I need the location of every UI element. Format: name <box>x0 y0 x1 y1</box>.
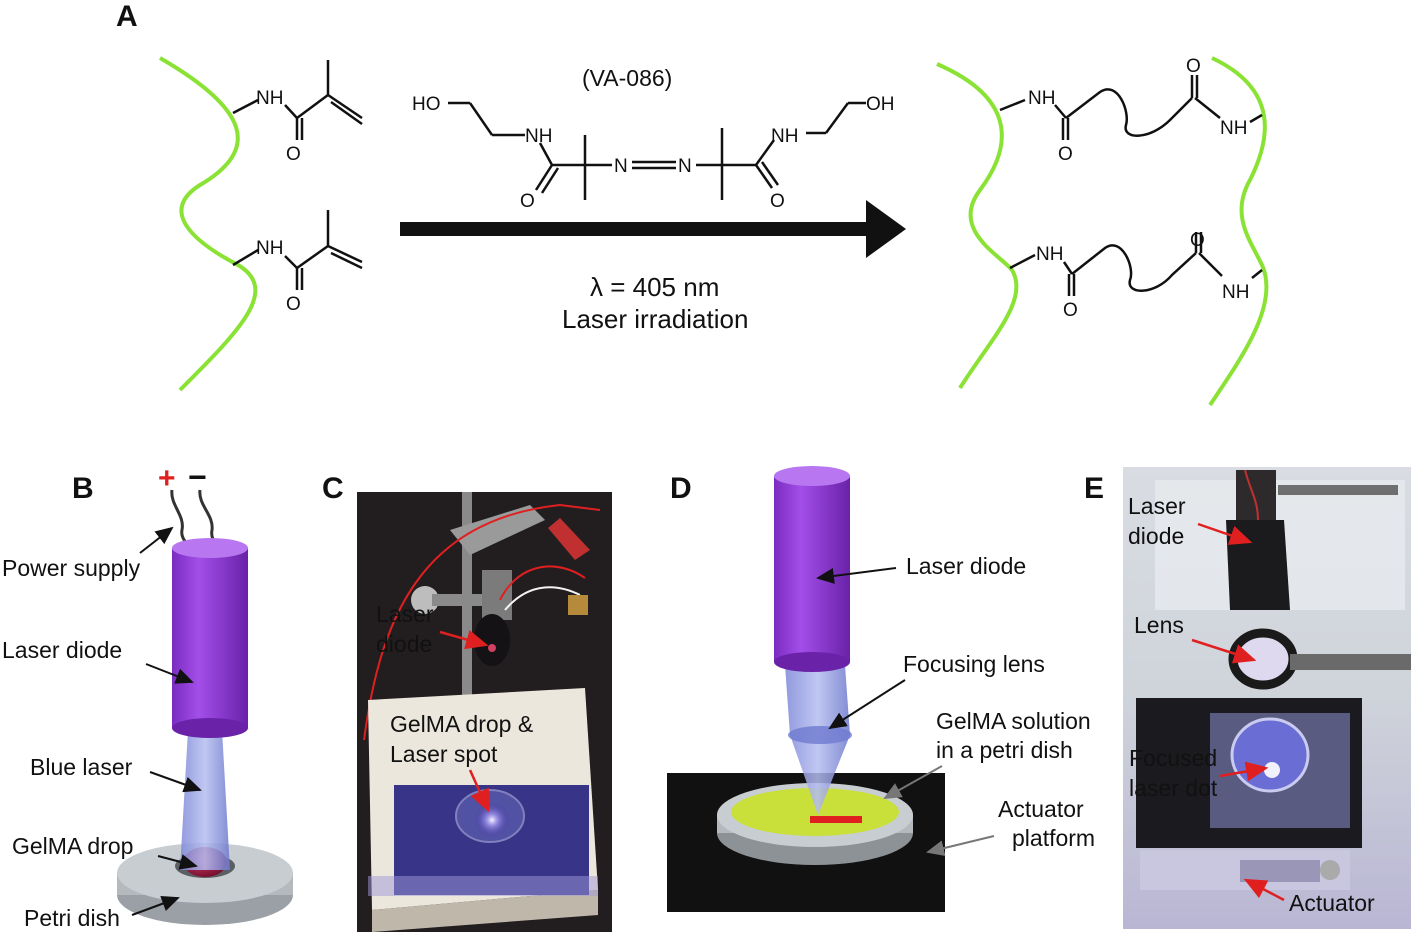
polymer-chain-right-a <box>936 62 1019 390</box>
hydroxyl-label-right: OH <box>866 94 895 115</box>
diode-label-e: diode <box>1128 523 1184 549</box>
power-supply-arrow <box>139 526 174 554</box>
laser-diode-label-d: Laser diode <box>906 553 1026 579</box>
product-nh-4: NH <box>1222 282 1249 303</box>
gelma-solution-label-line2: in a petri dish <box>936 737 1073 763</box>
blue-laser-label: Blue laser <box>30 754 133 780</box>
laser-diode-arrow-d <box>816 567 897 584</box>
gelma-drop-arrow-c <box>468 769 490 813</box>
blue-laser-beam-b <box>180 730 230 870</box>
panel-b: B + − Power supply Laser diode Blue lase… <box>2 459 293 931</box>
printed-line-d <box>810 816 862 823</box>
petri-dish-label-b: Petri dish <box>24 905 120 931</box>
panel-b-letter: B <box>72 472 94 505</box>
wavelength-label: λ = 405 nm <box>590 272 719 302</box>
laser-diode-arrow-c <box>439 629 489 650</box>
hydroxyl-label-left: HO <box>412 94 441 115</box>
gelma-drop-label-c: GelMA drop & <box>390 711 533 737</box>
actuator-arrow-d <box>926 835 995 857</box>
azo-n-left: N <box>614 156 628 177</box>
setup-photo-c <box>357 492 612 932</box>
laser-label-e: Laser <box>1128 493 1186 519</box>
panel-a: A NH O NH O (VA-086 <box>116 0 1269 407</box>
laser-diode-d <box>774 466 850 672</box>
carbonyl-o-label-1: O <box>286 144 301 165</box>
product-o-4: O <box>1190 230 1205 251</box>
initiator-name: (VA-086) <box>582 65 672 91</box>
laser-dot-label-e: laser dot <box>1129 775 1218 801</box>
focusing-lens-label-d: Focusing lens <box>903 651 1045 677</box>
carbonyl-o-label-2: O <box>286 294 301 315</box>
product-nh-2: NH <box>1220 118 1247 139</box>
amide-nh-label-2: NH <box>256 238 283 259</box>
reaction-arrow <box>400 200 906 258</box>
crosslink-bonds <box>999 75 1263 296</box>
va086-nh-right: NH <box>771 126 798 147</box>
power-supply-label: Power supply <box>2 555 141 581</box>
panel-a-letter: A <box>116 0 138 33</box>
laser-spot-label-c: Laser spot <box>390 741 498 767</box>
product-nh-3: NH <box>1036 244 1063 265</box>
gelma-drop-label-b: GelMA drop <box>12 833 133 859</box>
focusing-lens-d <box>788 726 852 744</box>
actuator-label-e: Actuator <box>1289 890 1375 916</box>
petri-dish-arrow-b <box>131 896 180 916</box>
laser-label-c: Laser <box>376 601 434 627</box>
laser-diode-label-b: Laser diode <box>2 637 122 663</box>
gelma-drop-arrow-b <box>157 854 198 870</box>
va086-o-right: O <box>770 191 785 212</box>
gelma-solution-d <box>731 788 899 836</box>
polymer-chain-left <box>158 56 258 392</box>
laser-diode-b <box>172 538 248 738</box>
irradiation-label: Laser irradiation <box>562 304 748 334</box>
actuator-label-line2-d: platform <box>1012 825 1095 851</box>
polymer-chain-right-b <box>1208 56 1269 407</box>
laser-dot-arrow-e <box>1219 761 1269 782</box>
va086-o-left: O <box>520 191 535 212</box>
va086-structure <box>448 101 866 200</box>
azo-n-right: N <box>678 156 692 177</box>
methacrylamide-group-1 <box>232 60 363 140</box>
panel-e-letter: E <box>1084 472 1104 505</box>
focusing-lens-arrow-d <box>828 679 906 730</box>
product-nh-1: NH <box>1028 88 1055 109</box>
plus-terminal-sign: + <box>158 462 176 495</box>
petri-dish-d <box>717 783 913 865</box>
va086-nh-left: NH <box>525 126 552 147</box>
panel-e: E Laser diode Lens Focused <box>1084 467 1411 929</box>
diode-label-c: diode <box>376 631 432 657</box>
methacrylamide-group-2 <box>232 210 363 290</box>
amide-nh-label-1: NH <box>256 88 283 109</box>
gelma-solution-label-line1: GelMA solution <box>936 708 1091 734</box>
panel-d-letter: D <box>670 472 692 505</box>
lens-label-e: Lens <box>1134 612 1184 638</box>
product-o-3: O <box>1063 300 1078 321</box>
focused-label-e: Focused <box>1129 745 1217 771</box>
product-o-2: O <box>1186 56 1201 77</box>
panel-c: C La <box>322 472 612 932</box>
lens-arrow-e <box>1191 638 1257 664</box>
gelma-solution-arrow-d <box>883 765 943 799</box>
panel-c-letter: C <box>322 472 344 505</box>
panel-d: D Laser diode Focusing lens GelMA soluti… <box>667 466 1095 912</box>
blue-laser-arrow <box>149 771 202 793</box>
laser-diode-arrow-e <box>1197 522 1253 545</box>
laser-diode-arrow-b <box>145 663 194 684</box>
product-o-1: O <box>1058 144 1073 165</box>
setup-photo-e <box>1123 467 1411 929</box>
minus-terminal-sign: − <box>188 459 207 495</box>
actuator-arrow-e <box>1243 878 1285 902</box>
actuator-label-line1-d: Actuator <box>998 796 1084 822</box>
